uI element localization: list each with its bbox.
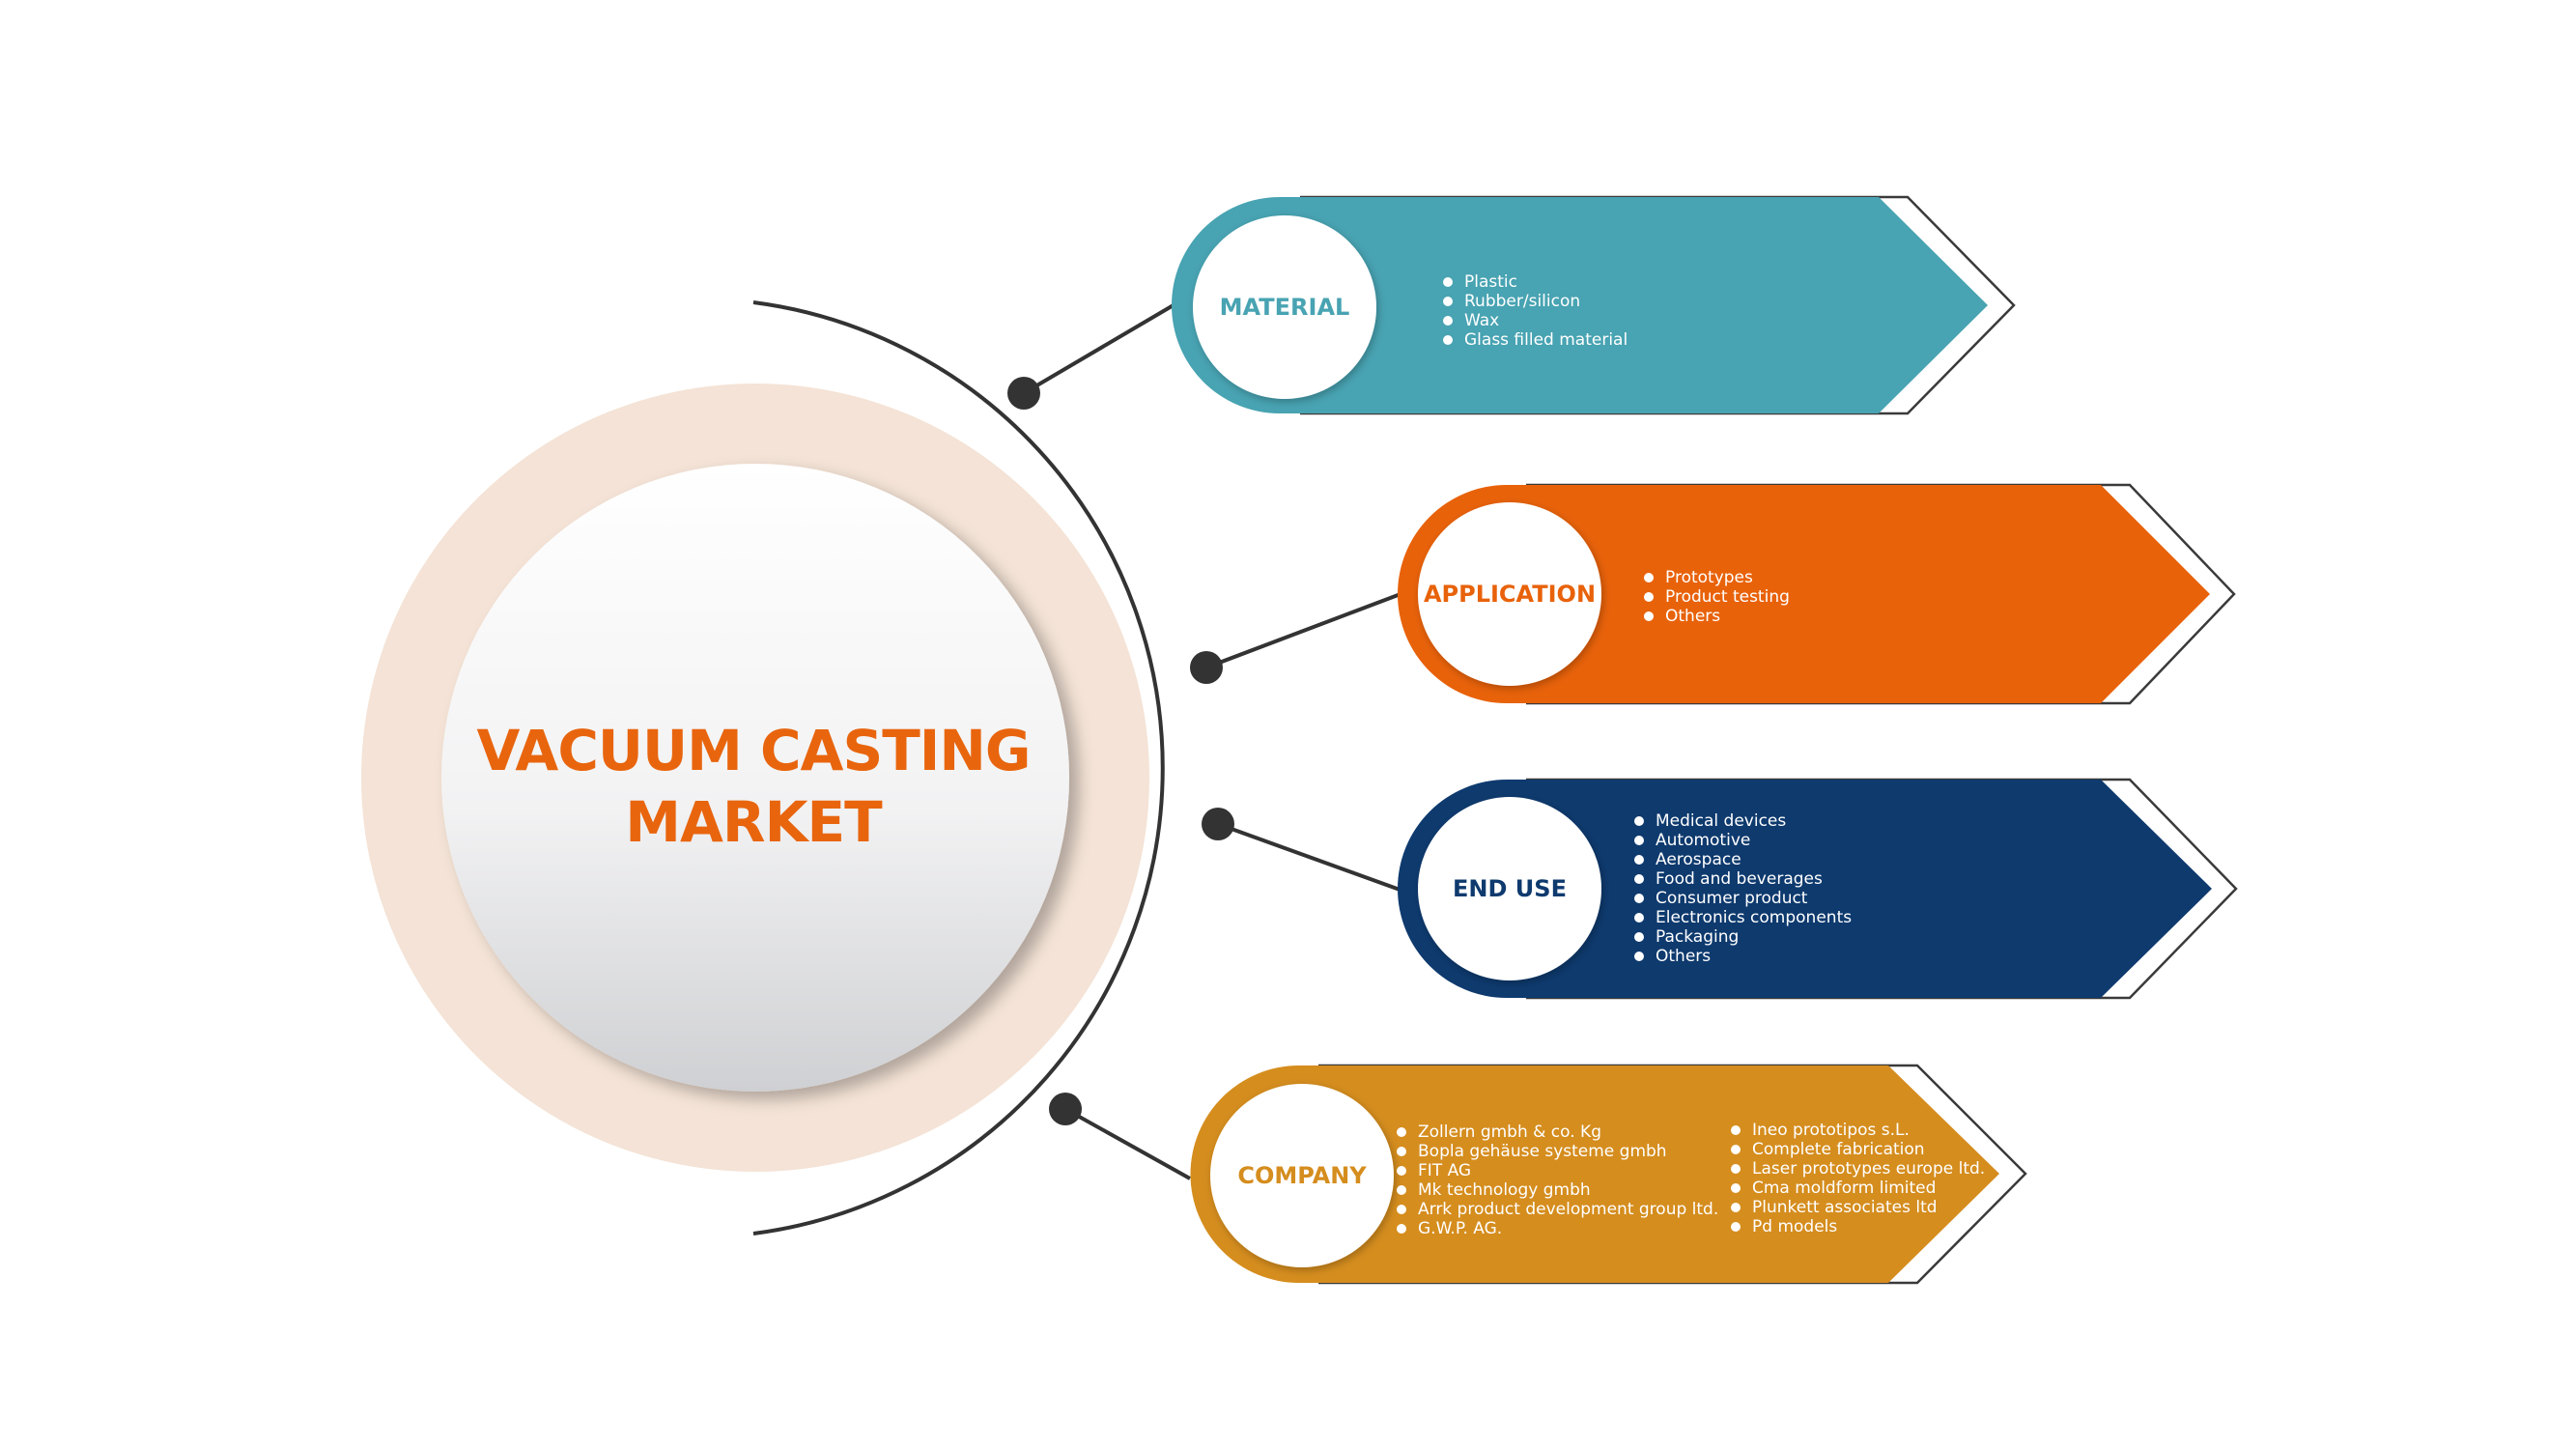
arrow-shape-application <box>1398 485 2210 703</box>
list-item: Prototypes <box>1644 568 1790 587</box>
list-item: Plastic <box>1443 272 1628 292</box>
hub-title: VACUUM CASTING MARKET <box>435 715 1072 858</box>
list-item: Laser prototypes europe ltd. <box>1731 1159 1985 1179</box>
hub-title-line-1: VACUUM CASTING <box>476 718 1031 783</box>
list-item: Cma moldform limited <box>1731 1179 1985 1198</box>
badge-circle-end-use <box>1418 797 1601 980</box>
list-item: Rubber/silicon <box>1443 292 1628 311</box>
arrow-shape-end-use <box>1398 780 2212 998</box>
list-item: Aerospace <box>1634 850 1852 869</box>
list-item: Others <box>1644 607 1790 626</box>
segment-items-company-col2: Ineo prototipos s.L.Complete fabrication… <box>1731 1121 1985 1236</box>
list-item: Plunkett associates ltd <box>1731 1198 1985 1217</box>
list-item: Ineo prototipos s.L. <box>1731 1121 1985 1140</box>
connector-dot-material <box>1007 377 1040 410</box>
badge-circle-material <box>1193 215 1376 399</box>
list-item: Glass filled material <box>1443 330 1628 350</box>
connector-arc <box>752 300 1165 1236</box>
list-item: Automotive <box>1634 831 1852 850</box>
segment-label-end-use: END USE <box>1453 875 1567 902</box>
connector-dot-end-use <box>1202 808 1234 840</box>
list-item: Medical devices <box>1634 811 1852 831</box>
arrow-shape-material <box>1172 197 1988 413</box>
list-item: Product testing <box>1644 587 1790 607</box>
list-item: Pd models <box>1731 1217 1985 1236</box>
list-item: Zollern gmbh & co. Kg <box>1397 1122 1718 1142</box>
connector-line-end-use <box>1217 822 1403 893</box>
connector-dot-company <box>1049 1093 1082 1125</box>
list-item: Packaging <box>1634 927 1852 947</box>
segment-label-application: APPLICATION <box>1423 581 1597 608</box>
list-item: FIT AG <box>1397 1161 1718 1180</box>
list-item: Wax <box>1443 311 1628 330</box>
badge-circle-application <box>1418 502 1601 686</box>
list-item: Complete fabrication <box>1731 1140 1985 1159</box>
hub-circle <box>441 464 1069 1092</box>
connector-line-material <box>1022 298 1185 395</box>
list-item: Consumer product <box>1634 889 1852 908</box>
arrow-shape-company <box>1190 1065 1999 1283</box>
segment-label-material: MATERIAL <box>1219 294 1350 321</box>
list-item: Arrk product development group ltd. <box>1397 1200 1718 1219</box>
list-item: Mk technology gmbh <box>1397 1180 1718 1200</box>
connector-dot-application <box>1190 651 1223 684</box>
badge-circle-company <box>1210 1084 1394 1267</box>
list-item: Bopla gehäuse systeme gmbh <box>1397 1142 1718 1161</box>
list-item: G.W.P. AG. <box>1397 1219 1718 1238</box>
connector-line-application <box>1205 592 1401 669</box>
list-item: Others <box>1634 947 1852 966</box>
segment-label-company: COMPANY <box>1237 1162 1367 1189</box>
list-item: Food and beverages <box>1634 869 1852 889</box>
connector-line-company <box>1064 1107 1191 1180</box>
hub-title-line-2: MARKET <box>625 789 882 855</box>
list-item: Electronics components <box>1634 908 1852 927</box>
